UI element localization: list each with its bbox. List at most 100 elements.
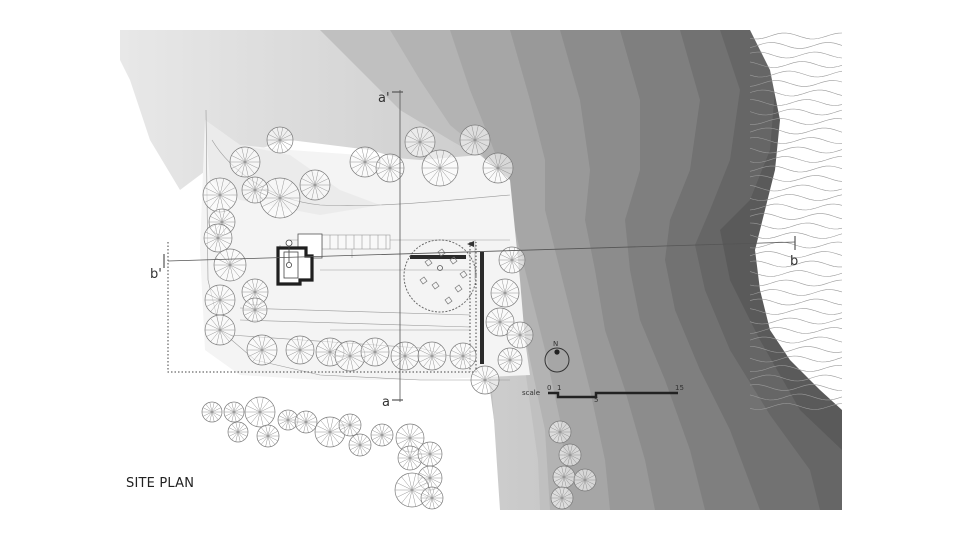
trees: [201, 124, 597, 510]
building-annex: [297, 233, 323, 259]
tree-icon: [244, 396, 276, 428]
tree-icon: [449, 342, 477, 370]
scale-tick-15: 15: [675, 384, 684, 392]
tree-icon: [338, 413, 362, 437]
site-boundary: [167, 242, 477, 373]
tree-icon: [360, 337, 390, 367]
tree-icon: [506, 321, 534, 349]
tree-icon: [497, 347, 523, 373]
wave-line: [749, 146, 842, 154]
tree-icon: [299, 169, 331, 201]
scale-tick-1: 1: [557, 384, 561, 392]
tree-icon: [285, 335, 315, 365]
tree-icon: [246, 334, 278, 366]
wave-line: [750, 118, 842, 125]
tree-icon: [394, 472, 430, 508]
tree-canopy-mark: [419, 276, 428, 285]
water-pattern: [749, 30, 842, 410]
tree-icon: [573, 468, 597, 492]
tree-icon: [558, 443, 582, 467]
wave-line: [749, 298, 842, 306]
scale-tick-0: 0: [547, 384, 551, 392]
wave-line: [749, 80, 842, 87]
wave-line: [749, 61, 842, 68]
tree-canopy-mark: [459, 270, 468, 279]
tree-icon: [242, 297, 268, 323]
tree-icon: [375, 153, 405, 183]
tree-icon: [548, 420, 572, 444]
tree-icon: [404, 126, 436, 158]
wave-line: [749, 194, 842, 201]
wave-line: [749, 279, 842, 287]
tree-icon: [498, 246, 526, 274]
wave-line: [749, 260, 842, 268]
tree-icon: [204, 284, 236, 316]
tree-icon: [550, 486, 574, 510]
retaining-walls: [410, 252, 484, 364]
section-label-a-bottom: a: [382, 395, 390, 410]
tree-icon: [266, 126, 294, 154]
tree-icon: [490, 278, 520, 308]
tree-canopy-mark: [444, 296, 453, 305]
wave-line: [749, 393, 842, 401]
tree-canopy-mark: [431, 281, 440, 290]
wave-line: [749, 270, 842, 277]
wave-line: [749, 127, 842, 135]
scale-tick-5: 5: [594, 396, 598, 404]
wave-line: [749, 384, 842, 391]
tree-icon: [314, 416, 346, 448]
tree-icon: [294, 410, 318, 434]
tree-icon: [390, 341, 420, 371]
tree-icon: [417, 341, 447, 371]
wave-line: [749, 165, 842, 173]
tree-icon: [417, 441, 443, 467]
wave-line: [749, 403, 842, 410]
wave-line: [749, 374, 842, 382]
wave-line: [749, 70, 842, 78]
wave-line: [749, 203, 842, 211]
wave-line: [749, 156, 842, 163]
tree-icon: [348, 433, 372, 457]
tree-icon: [259, 177, 301, 219]
wave-line: [749, 137, 842, 144]
page-title: SITE PLAN: [126, 476, 195, 491]
tree-icon: [201, 401, 223, 423]
tree-icon: [202, 177, 238, 213]
entry-arrow-icon: [467, 241, 474, 247]
wave-line: [749, 317, 842, 325]
tree-icon: [459, 124, 491, 156]
wave-line: [749, 184, 842, 192]
scale-label: scale: [522, 389, 540, 397]
tree-icon: [349, 146, 381, 178]
section-label-b-right: b: [790, 254, 798, 269]
tree-icon: [482, 152, 514, 184]
tree-icon: [334, 340, 366, 372]
tree-icon: [370, 423, 394, 447]
wave-line: [749, 32, 842, 40]
wave-line: [749, 289, 842, 296]
tree-icon: [223, 401, 245, 423]
tree-icon: [470, 365, 500, 395]
tree-icon: [213, 248, 247, 282]
tree-canopy-mark: [449, 256, 458, 265]
wave-line: [749, 213, 842, 220]
wave-line: [749, 42, 842, 49]
tree-icon: [552, 465, 576, 489]
tree-icon: [241, 176, 269, 204]
wave-line: [749, 232, 842, 239]
wave-line: [749, 241, 842, 249]
scale-bar: scale 0 1 5 15: [522, 384, 684, 404]
wave-line: [749, 175, 842, 182]
tree-icon: [229, 146, 261, 178]
wave-line: [749, 308, 842, 315]
water-area: [750, 30, 842, 410]
wave-line: [749, 99, 842, 106]
tree-canopy-mark: [454, 284, 463, 293]
tree-icon: [204, 314, 236, 346]
wave-line: [749, 336, 842, 344]
section-label-b-left: b': [150, 267, 162, 282]
tree-icon: [397, 445, 423, 471]
wave-line: [749, 89, 842, 97]
north-label: N: [553, 340, 558, 348]
section-lines: [163, 90, 796, 402]
